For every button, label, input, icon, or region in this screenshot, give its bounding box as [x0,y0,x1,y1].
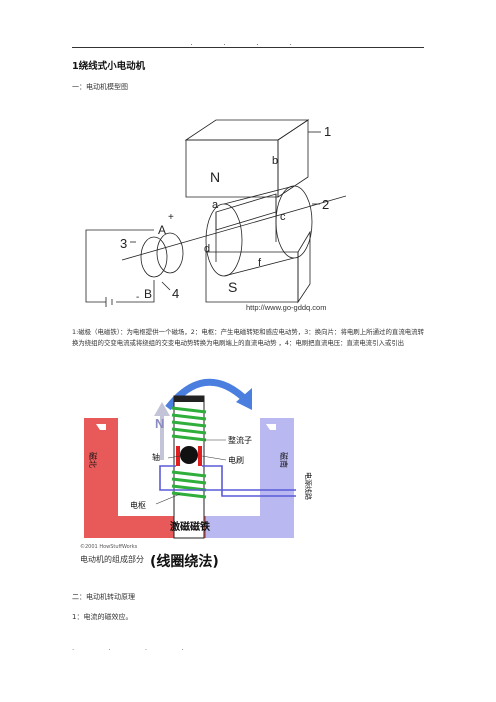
section-heading-model: 一：电动机模型图 [72,83,128,91]
brush-right [198,446,202,466]
brush-left [176,446,180,466]
footer-dots: . . . . [72,644,200,652]
circuit-wire-right [116,280,155,303]
label-brush: 电刷 [228,455,244,465]
top-magnet-side [277,119,309,198]
fig1-url: http://www.go-gddq.com [246,303,326,312]
fig1-label-plus: + [168,212,174,223]
fig1-label-2: 2 [322,197,329,212]
fig1-label-a-upper: A [158,223,166,237]
bottom-magnet-side [297,230,311,304]
commutator-drum [140,236,168,278]
fig1-label-a: a [212,199,219,211]
fig1-label-3: 3 [120,236,127,251]
bottom-magnet-front [205,251,299,303]
fig1-label-1: 1 [324,124,331,139]
parts-description: 1:磁极（电磁铁）：为电枢提供一个磁场，2：电枢：产生电磁转矩和感应电动势，3：… [72,328,424,347]
label-left-pole: 磁北 [88,452,98,468]
label-axle: 轴 [152,452,160,462]
list-item-magnetic-effect: 1：电流的磁效应。 [72,613,133,621]
fig1-label-4: 4 [172,286,179,301]
fig2-label-n: N [155,416,164,431]
header-rule [72,47,424,48]
fig1-label-d: d [204,243,210,255]
fig1-label-b-upper: B [144,287,152,301]
circuit-wire-left [85,229,154,303]
figure-copyright: ©2001 HowStuffWorks [80,543,138,550]
shaft-circle [180,446,198,464]
motor-model-figure: 1 2 3 4 N S A B a b c d f + - http://www… [85,119,346,312]
motor-parts-figure: N 整流子 电刷 轴 电枢 激磁磁铁 磁北 磁南 电源线路 ©2001 HowS… [80,378,313,570]
top-magnet-front [185,139,279,198]
fig1-label-minus: - [136,292,139,303]
header-dots: . . . . [190,38,306,47]
magnet-blue-half [206,418,294,538]
power-wire [159,465,296,491]
label-commutator: 整流子 [228,435,252,445]
shaft-line [121,195,346,261]
fig1-label-n: N [210,169,220,185]
label-power-wire: 电源线路 [304,472,313,500]
label-magnet: 激磁磁铁 [170,520,210,533]
caption-parts: 电动机的组成部分 [80,554,144,564]
section-heading-principle: 二：电动机转动原理 [72,593,135,601]
armature-front [205,203,243,277]
fig1-label-f: f [258,257,262,269]
magnet-red-half [84,418,206,538]
label-right-pole: 磁南 [279,452,289,468]
label-armature: 电枢 [130,500,146,510]
caption-winding: (线圈绕法) [150,553,219,570]
fig1-label-c: c [280,211,286,223]
fig1-label-b: b [272,155,278,167]
doc-title: 1绕线式小电动机 [72,61,146,72]
fig1-label-s: S [228,279,237,295]
top-magnet-top [184,119,310,141]
